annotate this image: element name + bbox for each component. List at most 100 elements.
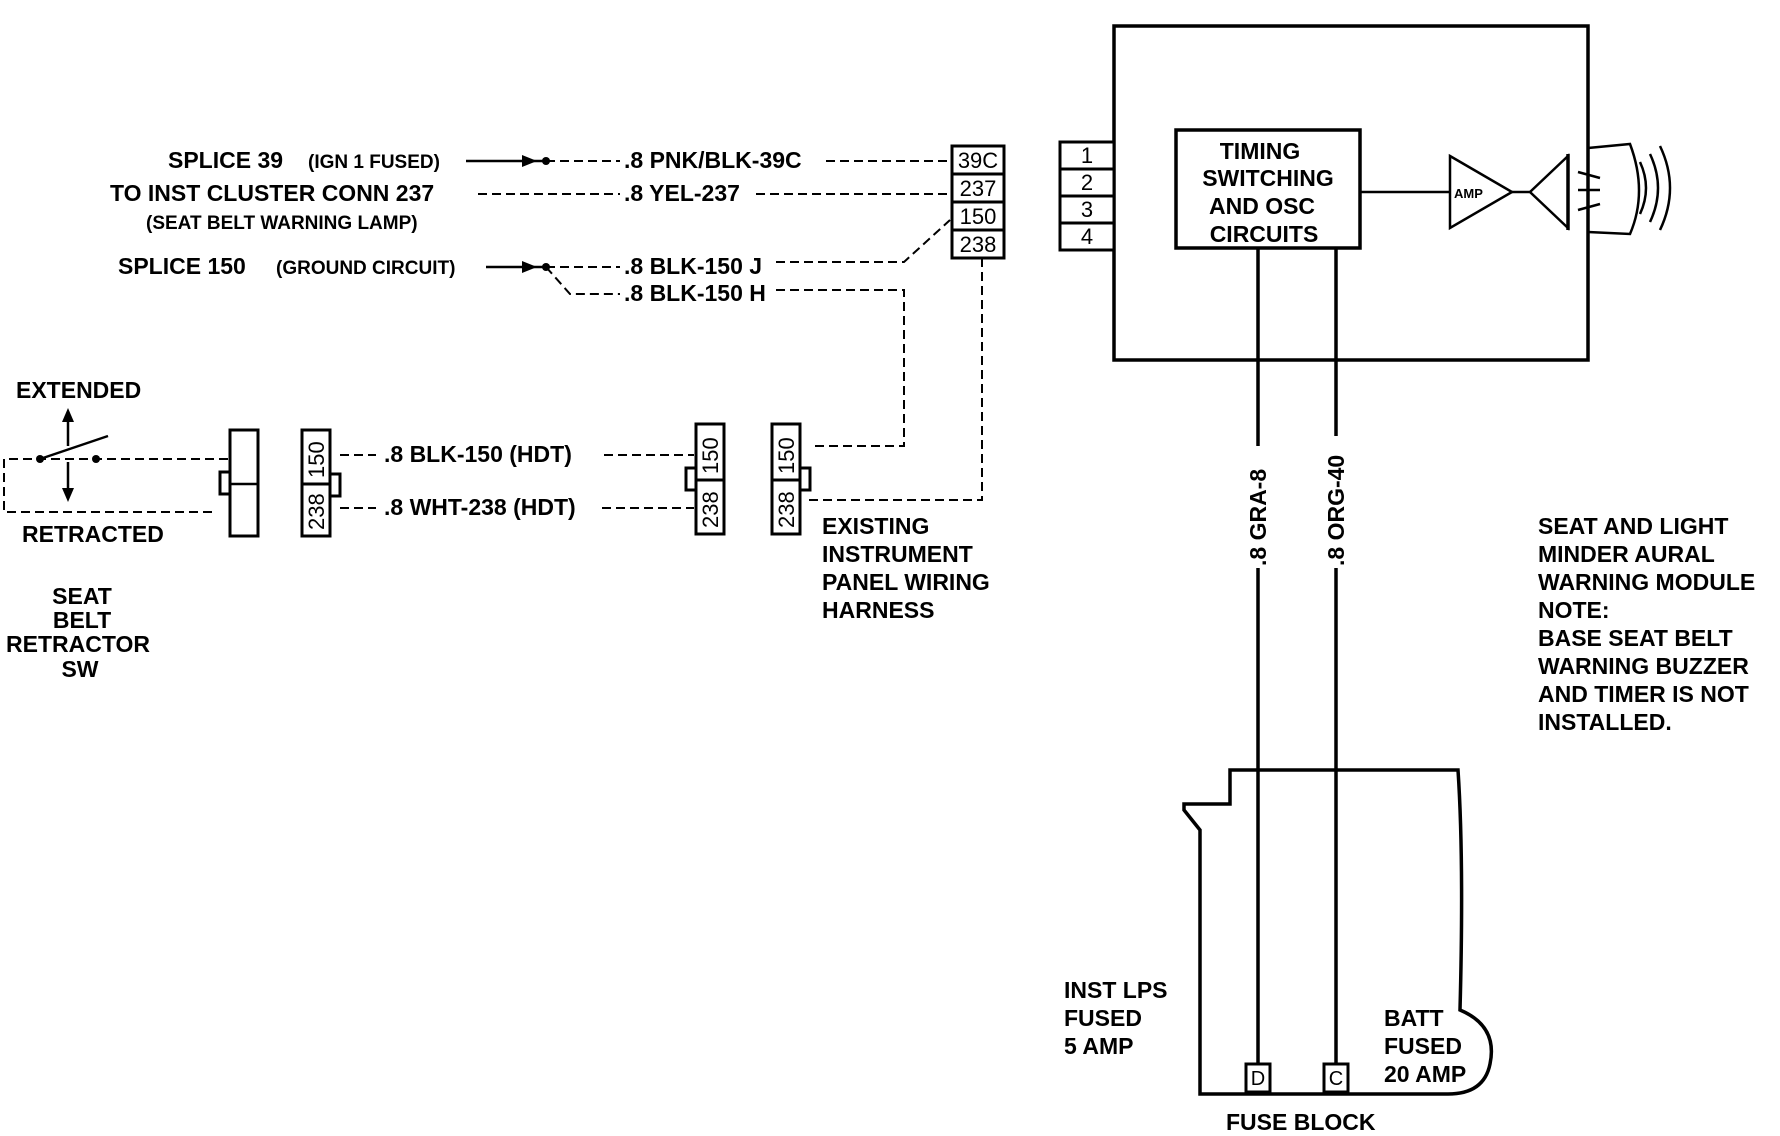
mid-b-pin-150: 150 bbox=[774, 437, 799, 474]
wire-org40-label: .8 ORG-40 bbox=[1323, 455, 1349, 566]
mid-b-latch bbox=[798, 466, 812, 492]
inst-lps-line-1: INST LPS bbox=[1064, 977, 1168, 1003]
speaker-housing bbox=[1587, 142, 1641, 236]
batt-line-3: 20 AMP bbox=[1384, 1061, 1466, 1087]
speaker-ray-1 bbox=[1577, 170, 1601, 180]
mid-a-pin-238-box bbox=[694, 478, 726, 536]
note-line-7: AND TIMER IS NOT bbox=[1538, 681, 1749, 707]
wire-org40-label-bg bbox=[1322, 436, 1350, 568]
harness-connector-top: 39C 237 150 238 bbox=[950, 144, 1006, 260]
left-pin-150-box bbox=[300, 428, 332, 486]
fuse-block-outline bbox=[1182, 768, 1494, 1096]
switch-label-3: RETRACTOR bbox=[6, 631, 150, 657]
speaker-icon bbox=[1528, 153, 1570, 231]
timing-line-1: TIMING bbox=[1220, 138, 1301, 164]
fuse-d-label: D bbox=[1251, 1068, 1265, 1090]
retracted-label: RETRACTED bbox=[22, 521, 164, 547]
wire-blk150-hdt-label: .8 BLK-150 (HDT) bbox=[384, 441, 572, 467]
pin-150: 150 bbox=[960, 204, 997, 229]
sound-wave-3 bbox=[1658, 145, 1672, 231]
sound-wave-2 bbox=[1648, 153, 1660, 223]
timing-line-3: AND OSC bbox=[1209, 193, 1315, 219]
batt-line-1: BATT bbox=[1384, 1005, 1444, 1031]
inst-lps-line-3: 5 AMP bbox=[1064, 1033, 1133, 1059]
module-pin-2: 2 bbox=[1081, 170, 1093, 195]
timing-circuit-box bbox=[1174, 128, 1362, 250]
module-pin-3: 3 bbox=[1081, 197, 1093, 222]
switch-label-4: SW bbox=[61, 656, 98, 682]
fuse-d-box bbox=[1244, 1062, 1272, 1094]
mid-a-latch bbox=[684, 466, 698, 492]
mid-a-pin-150: 150 bbox=[698, 437, 723, 474]
wire-wht238-hdt-label: .8 WHT-238 (HDT) bbox=[384, 494, 576, 520]
harness-line-4: HARNESS bbox=[822, 597, 934, 623]
mid-b-pin-238-box bbox=[770, 478, 802, 536]
switch-label-1: SEAT bbox=[52, 583, 112, 609]
harness-line-3: PANEL WIRING bbox=[822, 569, 990, 595]
extended-label: EXTENDED bbox=[16, 377, 141, 403]
pin-150-box bbox=[950, 200, 1006, 232]
amp-triangle bbox=[1448, 153, 1515, 231]
mid-a-pin-150-box bbox=[694, 422, 726, 482]
timing-line-4: CIRCUITS bbox=[1210, 221, 1319, 247]
inst-lps-line-2: FUSED bbox=[1064, 1005, 1142, 1031]
left-connector-latch bbox=[328, 472, 342, 498]
left-pin-238: 238 bbox=[304, 493, 329, 530]
splice39-arrow bbox=[522, 155, 537, 167]
module-pin-1: 1 bbox=[1081, 143, 1093, 168]
wire-150h-dash-a bbox=[545, 266, 620, 295]
amp-label: AMP bbox=[1454, 186, 1483, 201]
pin-237: 237 bbox=[960, 176, 997, 201]
left-pin-150: 150 bbox=[304, 441, 329, 478]
left-pin-238-box bbox=[300, 482, 332, 538]
batt-line-2: FUSED bbox=[1384, 1033, 1462, 1059]
module-pin-4-box bbox=[1058, 221, 1116, 252]
switch-label-2: BELT bbox=[53, 607, 111, 633]
sound-wave-1 bbox=[1638, 161, 1648, 215]
switch-blade bbox=[39, 434, 109, 461]
switch-loop-dashed bbox=[3, 458, 228, 513]
note-line-2: MINDER AURAL bbox=[1538, 541, 1715, 567]
pin-39c: 39C bbox=[958, 148, 998, 173]
wire-gra8-label-bg bbox=[1244, 446, 1272, 568]
splice150-label: SPLICE 150 bbox=[118, 253, 246, 279]
fuse-c-box bbox=[1322, 1062, 1350, 1094]
mid-connector-b: 150 238 bbox=[770, 422, 812, 536]
wire-39c-label: .8 PNK/BLK-39C bbox=[624, 147, 802, 173]
note-line-5: BASE SEAT BELT bbox=[1538, 625, 1733, 651]
switch-connector-latch bbox=[218, 470, 232, 496]
harness-line-2: INSTRUMENT bbox=[822, 541, 973, 567]
note-line-6: WARNING BUZZER bbox=[1538, 653, 1749, 679]
module-pin-connector: 1 2 3 4 bbox=[1058, 140, 1116, 252]
note-line-4: NOTE: bbox=[1538, 597, 1610, 623]
note-line-3: WARNING MODULE bbox=[1538, 569, 1755, 595]
wire-150j-dash-b bbox=[776, 219, 951, 263]
pin-238: 238 bbox=[960, 232, 997, 257]
wire-gra8-label: .8 GRA-8 bbox=[1245, 469, 1271, 566]
mid-b-pin-238: 238 bbox=[774, 491, 799, 528]
splice150-arrow bbox=[522, 261, 537, 273]
mid-b-pin-150-box bbox=[770, 422, 802, 482]
wire-150h-dash-b bbox=[776, 289, 905, 447]
fuse-c-label: C bbox=[1329, 1068, 1343, 1090]
harness-line-1: EXISTING bbox=[822, 513, 929, 539]
wire-150h-label: .8 BLK-150 H bbox=[624, 280, 766, 306]
splice39-label: SPLICE 39 bbox=[168, 147, 283, 173]
wire-238-dash-vertical bbox=[806, 258, 983, 501]
speaker-ray-3 bbox=[1577, 202, 1601, 212]
seat-belt-lamp-label: (SEAT BELT WARNING LAMP) bbox=[146, 213, 418, 234]
splice150-sub: (GROUND CIRCUIT) bbox=[276, 258, 455, 279]
mid-a-pin-238: 238 bbox=[698, 491, 723, 528]
fuse-block-label: FUSE BLOCK bbox=[1226, 1109, 1376, 1135]
note-line-1: SEAT AND LIGHT bbox=[1538, 513, 1728, 539]
splice39-sub: (IGN 1 FUSED) bbox=[308, 152, 440, 173]
up-arrow-icon bbox=[62, 408, 74, 422]
to-inst-cluster-label: TO INST CLUSTER CONN 237 bbox=[110, 180, 434, 206]
wire-237-label: .8 YEL-237 bbox=[624, 180, 740, 206]
pin-238-box bbox=[950, 228, 1006, 260]
timing-line-2: SWITCHING bbox=[1202, 165, 1334, 191]
wire-150j-label: .8 BLK-150 J bbox=[624, 253, 762, 279]
module-pin-4: 4 bbox=[1081, 224, 1093, 249]
mid-connector-a: 150 238 bbox=[684, 422, 726, 536]
